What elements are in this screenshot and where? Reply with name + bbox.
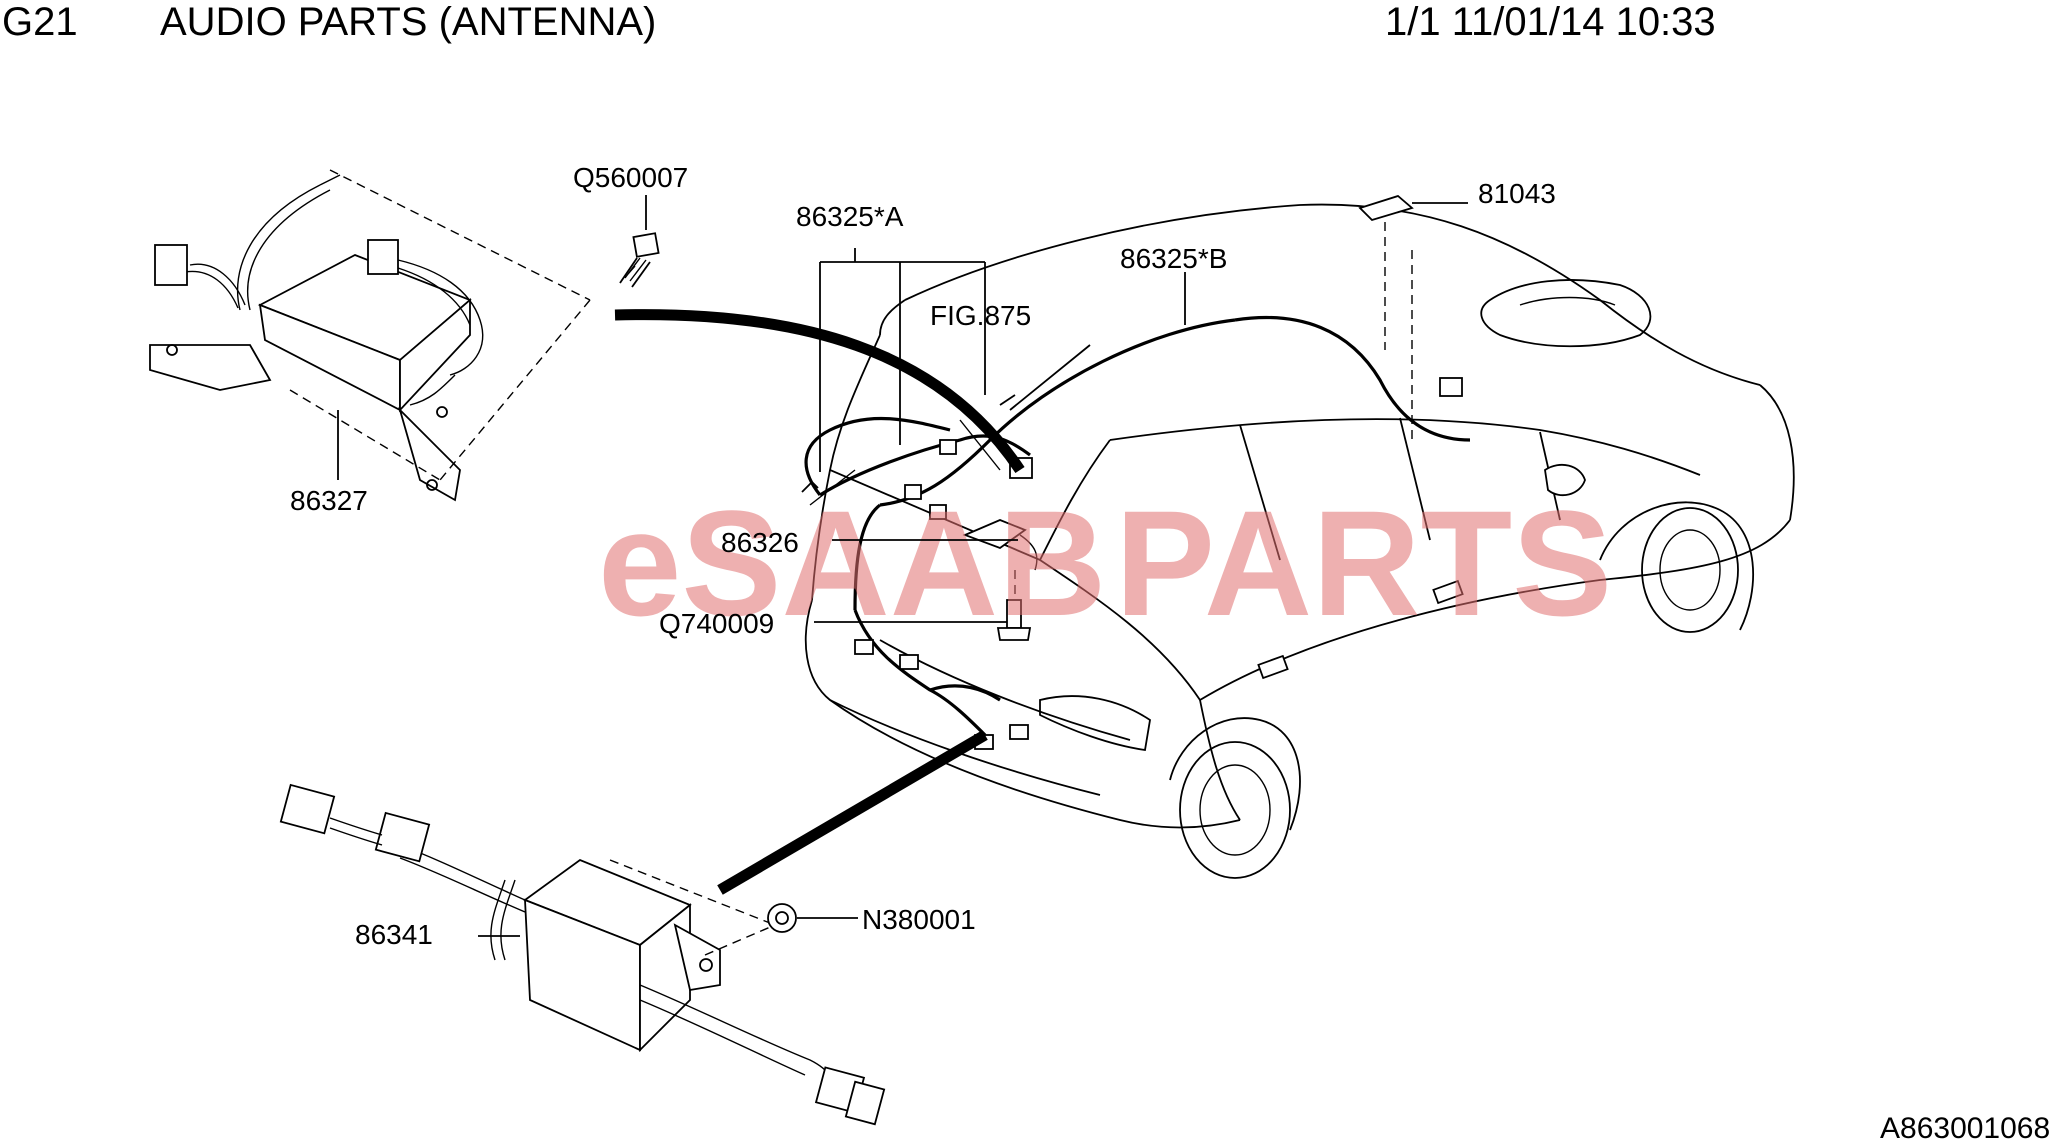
leader-86341 — [717, 730, 988, 895]
leader-lines — [337, 195, 1468, 937]
label-86325b: 86325*B — [1120, 243, 1227, 274]
bracket-86326 — [962, 519, 1038, 641]
label-n380001: N380001 — [862, 904, 976, 935]
label-86326: 86326 — [721, 527, 799, 558]
label-81043 — [1358, 194, 1414, 440]
label-86341: 86341 — [355, 919, 433, 950]
watermark-left: eSAAB — [598, 479, 1106, 647]
diagram-id: A863001068 — [1880, 1112, 2050, 1141]
label-86325a: 86325*A — [796, 201, 904, 232]
leader-86327 — [614, 309, 1025, 474]
nut-n380001 — [767, 903, 858, 933]
label-q740009: Q740009 — [659, 608, 774, 639]
label-81043: 81043 — [1478, 178, 1556, 209]
label-fig875: FIG.875 — [930, 300, 1031, 331]
bolt-q560007 — [619, 205, 660, 288]
page-title: AUDIO PARTS (ANTENNA) — [160, 0, 657, 44]
label-86327: 86327 — [290, 485, 368, 516]
page-info: 1/1 11/01/14 10:33 — [1385, 0, 1716, 44]
part-86341 — [279, 783, 886, 1126]
car-body — [804, 203, 1795, 879]
antenna-harness — [853, 315, 1471, 750]
part-86327 — [149, 169, 591, 502]
label-q560007: Q560007 — [573, 162, 688, 193]
section-code: G21 — [2, 0, 78, 44]
watermark-right: PARTS — [1115, 479, 1612, 647]
